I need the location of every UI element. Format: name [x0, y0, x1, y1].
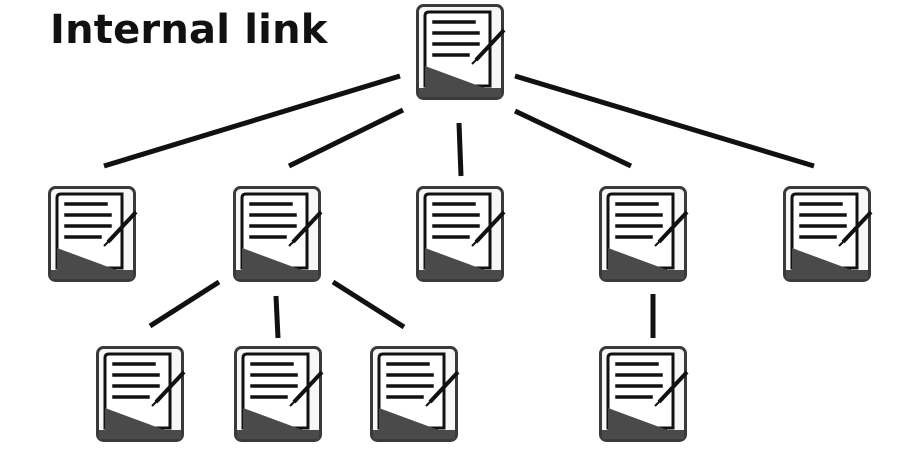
document-edit-icon: [416, 186, 506, 282]
link-line-root-to-child-2: [287, 107, 405, 169]
document-edit-icon: [233, 186, 323, 282]
link-line-root-to-child-5: [514, 73, 815, 169]
link-line-root-to-child-3: [456, 122, 464, 177]
document-edit-icon: [599, 346, 689, 442]
link-lines: [103, 73, 815, 339]
document-edit-icon: [416, 4, 506, 100]
document-edit-icon: [48, 186, 138, 282]
document-edit-icon: [599, 186, 689, 282]
link-line-child-2-to-grandchild-2-3: [331, 279, 406, 330]
link-line-root-to-child-1: [103, 73, 401, 169]
document-edit-icon: [234, 346, 324, 442]
document-icons: [48, 4, 873, 442]
document-edit-icon: [370, 346, 460, 442]
link-line-root-to-child-4: [513, 108, 633, 169]
document-edit-icon: [96, 346, 186, 442]
link-line-child-2-to-grandchild-2-1: [148, 279, 221, 329]
link-line-child-2-to-grandchild-2-2: [273, 295, 281, 339]
diagram-title: Internal link: [50, 7, 328, 53]
document-edit-icon: [783, 186, 873, 282]
